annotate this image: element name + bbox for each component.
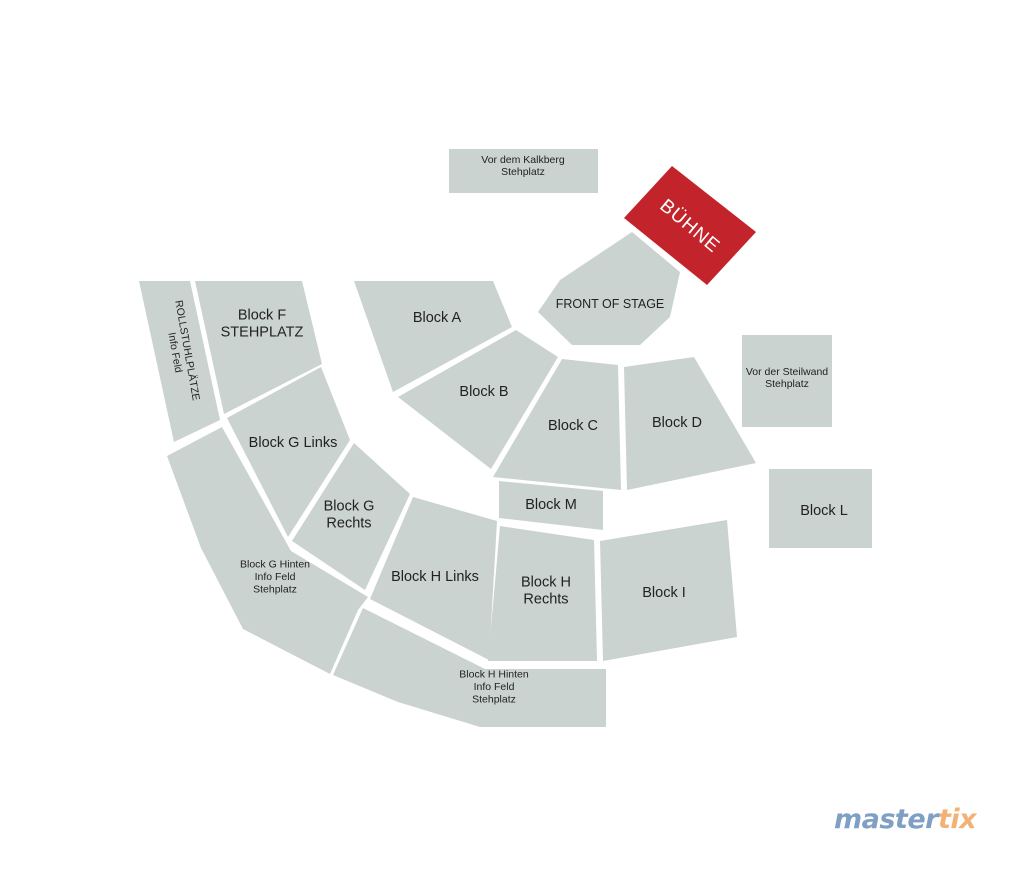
label-line: Vor dem Kalkberg [481, 154, 565, 166]
section-block-m[interactable]: Block M [499, 481, 603, 530]
section-block-g-links-label: Block G Links [249, 435, 338, 451]
section-block-h-rechts-label: Block H Rechts [521, 574, 571, 607]
section-block-h-links-label: Block H Links [391, 569, 479, 585]
section-block-g-rechts[interactable]: Block G Rechts [292, 443, 410, 590]
section-front-of-stage[interactable]: FRONT OF STAGE [538, 232, 680, 345]
label-line: Block M [525, 497, 577, 513]
label-line: FRONT OF STAGE [556, 297, 665, 311]
section-block-b[interactable]: Block B [398, 330, 558, 469]
stage: BÜHNE [624, 166, 756, 285]
label-line: Rechts [326, 516, 371, 532]
section-block-f[interactable]: Block F STEHPLATZ [195, 281, 322, 414]
label-line: Block L [800, 503, 848, 519]
section-block-l[interactable]: Block L [769, 469, 872, 548]
section-block-a[interactable]: Block A [354, 281, 512, 392]
label-line: Block D [652, 415, 702, 431]
section-block-c-label: Block C [548, 418, 598, 434]
section-block-g-links[interactable]: Block G Links [227, 367, 350, 537]
section-block-h-rechts[interactable]: Block H Rechts [488, 526, 597, 661]
label-line: Info Feld [474, 681, 515, 693]
label-line: Block H Hinten [459, 669, 529, 681]
label-line: Stehplatz [501, 166, 545, 178]
label-line: Block H Links [391, 569, 479, 585]
label-line: Info Feld [255, 571, 296, 583]
section-block-g-rechts-label: Block G Rechts [324, 498, 375, 531]
section-block-i-label: Block I [642, 585, 686, 601]
label-line: Stehplatz [765, 378, 809, 390]
section-block-b-label: Block B [459, 384, 508, 400]
label-line: Block G Links [249, 435, 338, 451]
label-line: Stehplatz [253, 583, 297, 595]
brand-master: master [834, 804, 938, 835]
section-block-h-links[interactable]: Block H Links [370, 497, 497, 660]
label-line: Stehplatz [472, 693, 516, 705]
label-line: STEHPLATZ [221, 325, 304, 341]
section-front-of-stage-label: FRONT OF STAGE [556, 297, 665, 311]
section-rollstuhlplaetze[interactable]: ROLLSTUHLPLÄTZEInfo Feld [139, 281, 220, 442]
brand-tix: tix [937, 804, 977, 835]
section-block-l-label: Block L [800, 503, 848, 519]
label-line: Block G [324, 498, 375, 514]
section-block-d-label: Block D [652, 415, 702, 431]
label-line: Block C [548, 418, 598, 434]
label-line: Rechts [523, 592, 568, 608]
label-line: Block I [642, 585, 686, 601]
section-block-a-label: Block A [413, 310, 462, 326]
section-block-f-label: Block F STEHPLATZ [221, 307, 304, 340]
section-block-c[interactable]: Block C [493, 359, 621, 490]
label-line: Block H [521, 574, 571, 590]
section-block-d[interactable]: Block D [624, 357, 756, 490]
label-line: Vor der Steilwand [746, 366, 828, 378]
label-line: Block G Hinten [240, 559, 310, 571]
label-line: Block B [459, 384, 508, 400]
section-block-i[interactable]: Block I [600, 520, 737, 661]
label-line: Block A [413, 310, 462, 326]
label-line: Block F [238, 307, 286, 323]
mastertix-logo: mastertix [834, 804, 977, 835]
section-block-m-label: Block M [525, 497, 577, 513]
